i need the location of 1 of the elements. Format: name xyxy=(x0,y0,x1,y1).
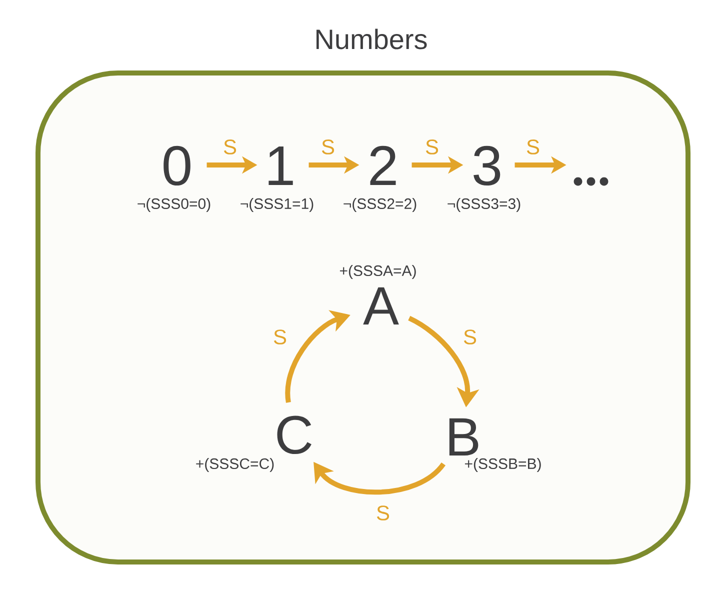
heading: Numbers xyxy=(316,28,427,50)
